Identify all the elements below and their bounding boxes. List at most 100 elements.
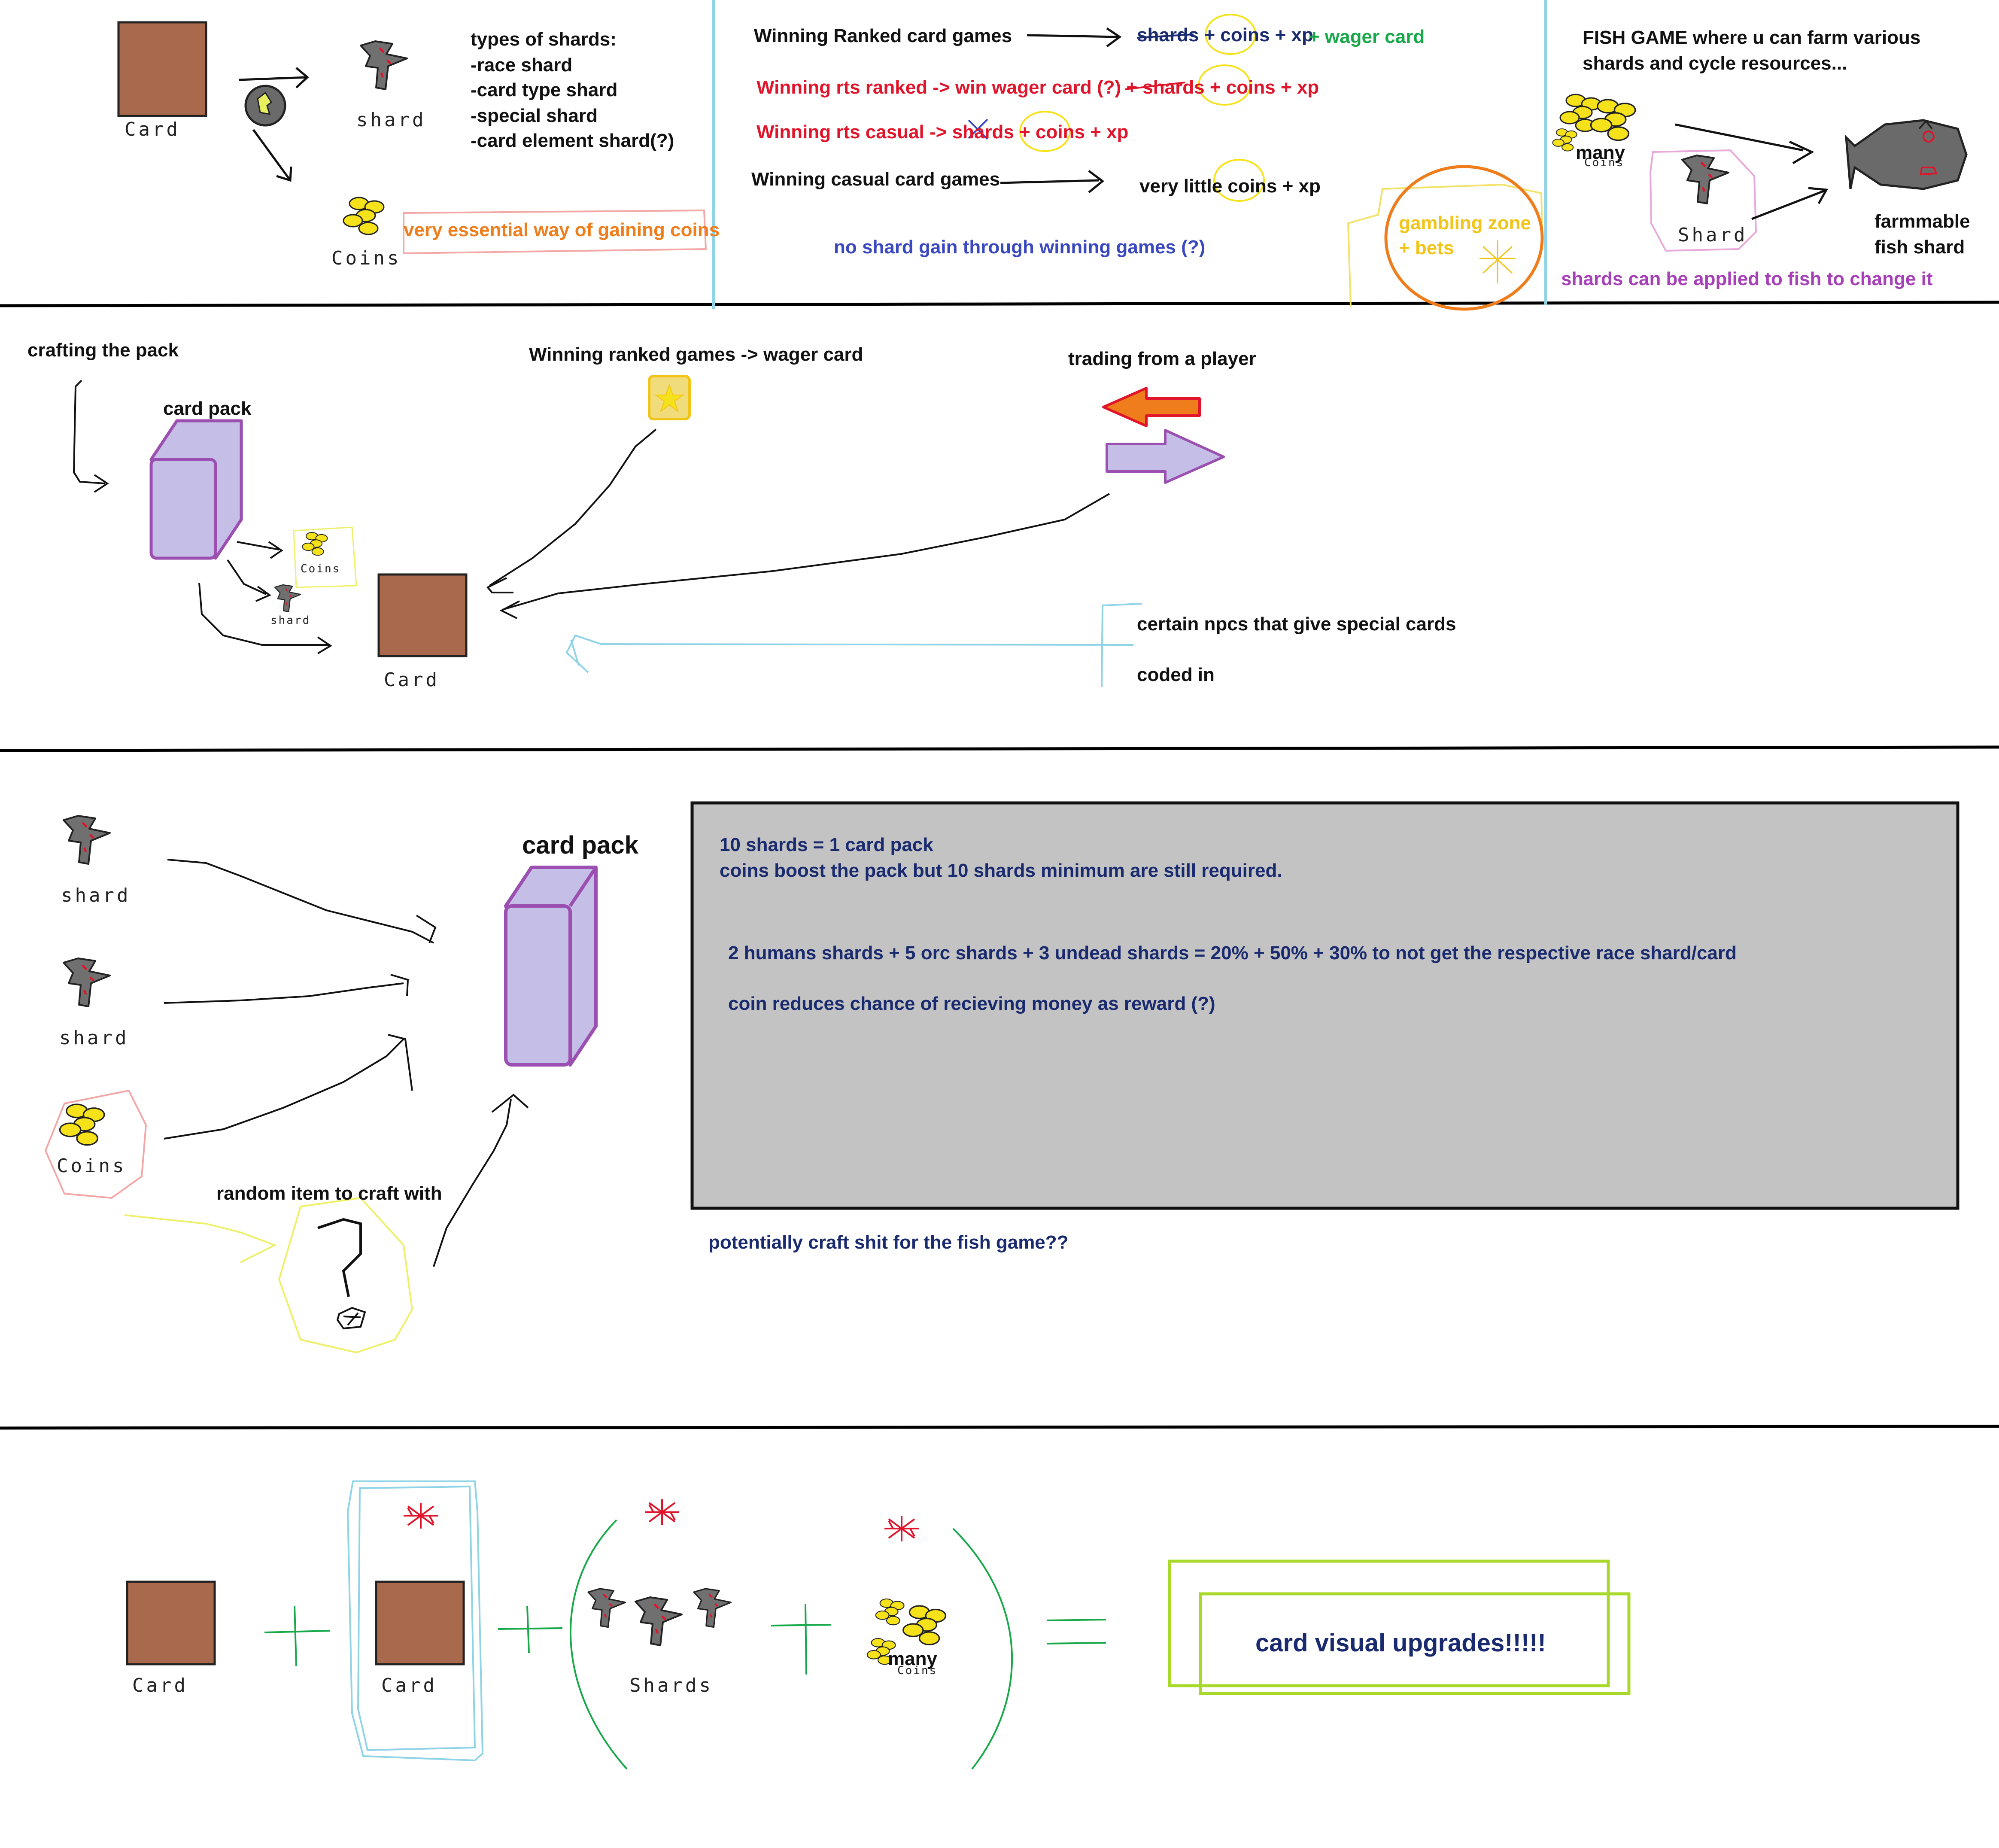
card-label-sec4-1: Card: [132, 1675, 188, 1696]
arrow-to-coins: [252, 129, 292, 182]
coin-pile-icon-fish-b: [1590, 99, 1636, 141]
farmable-label-1: farmmable: [1874, 211, 1970, 232]
panel-rule-2: coins boost the pack but 10 shards minim…: [720, 860, 1282, 881]
no-shard-gain-note: no shard gain through winning games (?): [834, 237, 1206, 258]
pack-to-shard-arrow: [227, 559, 272, 602]
sparkle-icon-shards: [644, 1498, 680, 1526]
result-box-back: [1168, 1559, 1610, 1687]
npc-bracket: [1101, 603, 1142, 687]
arrow-wager-to-card: [486, 429, 657, 593]
card-pack-icon: [149, 419, 243, 560]
coin-pile-icon-sec4-a: [875, 1598, 905, 1626]
gambling-bets-label: + bets: [1399, 237, 1454, 258]
win-casual-card: Winning casual card games: [751, 169, 1000, 190]
win-ranked-card: Winning Ranked card games: [754, 25, 1012, 46]
panel-rule-4: coin reduces chance of recieving money a…: [728, 993, 1215, 1014]
win-rts-ranked: Winning rts ranked -> win wager card (?)…: [756, 77, 1319, 98]
coin-pile-icon-sec3: [59, 1103, 105, 1146]
coins-note: very essential way of gaining coins: [404, 219, 720, 240]
card-icon-sec4-1: [126, 1581, 216, 1666]
fish-icon: [1844, 119, 1968, 190]
shard-type-1: -race shard: [471, 55, 573, 76]
win-rts-casual: Winning rts casual -> shards + coins + x…: [756, 122, 1129, 143]
coin-circle-2: [1198, 64, 1251, 106]
fish-game-title-1: FISH GAME where u can farm various: [1583, 27, 1921, 48]
fish-many-label: many: [1576, 142, 1625, 163]
strike-shards: [1136, 33, 1194, 39]
arrow-to-shard: [238, 67, 309, 88]
coins-label-sec3: Coins: [57, 1155, 127, 1177]
shard-type-3: -special shard: [471, 105, 598, 126]
card-label-sec2: Card: [384, 669, 440, 691]
arrow-npc-to-card: [565, 634, 1134, 673]
win-casual-card-result: very little coins + xp: [1139, 176, 1321, 197]
gambling-zone-label: gambling zone: [1399, 213, 1531, 234]
card-pack-title-large: card pack: [522, 831, 638, 859]
card-frame-outline: [346, 1480, 484, 1762]
fish-coins-label: Coins: [1584, 156, 1625, 169]
random-item-label: random item to craft with: [216, 1183, 442, 1204]
shard-icon-fish: [1682, 155, 1729, 204]
gambling-circle: [1384, 165, 1544, 311]
coins-note-outline: [403, 209, 707, 255]
result-box-front: [1199, 1592, 1631, 1695]
arrow-coins-to-pack: [164, 1034, 413, 1140]
pack-to-coins-arrow: [237, 541, 283, 559]
coins-to-random-link: [124, 1214, 277, 1263]
shard-type-2: -card type shard: [471, 79, 618, 100]
coins-label: Coins: [331, 247, 401, 269]
shard-label: shard: [356, 109, 426, 131]
shard-icon-sec4-c: [694, 1589, 731, 1627]
coin-pile-icon-small: [302, 532, 328, 556]
arrow-shard1-to-pack: [167, 859, 437, 944]
random-item-outline: [278, 1197, 413, 1354]
sparkle-icon: [1480, 240, 1516, 283]
coin-circle-3: [1019, 111, 1071, 152]
card-pack-label-sec2: card pack: [163, 398, 252, 419]
crafting-pack-label: crafting the pack: [27, 340, 179, 361]
shard-icon-small: [274, 584, 301, 613]
divider-3: [0, 1425, 1999, 1430]
npc-label-1: certain npcs that give special cards: [1137, 614, 1456, 635]
many-label-sec4: many: [888, 1648, 937, 1669]
shard-types-title: types of shards:: [471, 29, 617, 50]
panel-rule-1: 10 shards = 1 card pack: [720, 834, 933, 855]
divider-2: [0, 745, 1999, 752]
card-pack-icon-large: [506, 867, 596, 1065]
arrow-shard-to-fish: [1751, 187, 1829, 220]
sparkle-icon-card: [403, 1502, 439, 1529]
result-label: card visual upgrades!!!!!: [1255, 1629, 1546, 1657]
arrow-casual: [1000, 170, 1105, 193]
arrow-shard2-to-pack: [164, 974, 409, 1004]
strike-shards-2: [1124, 82, 1185, 90]
shards-label-sec4: Shards: [629, 1675, 713, 1696]
pack-to-card-arrow: [198, 583, 332, 654]
arrow-ranked: [1027, 27, 1122, 48]
arrow-crafting: [73, 380, 109, 493]
shard-type-4: -card element shard(?): [471, 130, 674, 151]
arrow-right-icon: [1106, 429, 1225, 484]
coin-pile-icon-fish-c: [1552, 128, 1577, 152]
wager-route-label: Winning ranked games -> wager card: [529, 344, 863, 365]
card-icon-sec4-2: [375, 1581, 465, 1666]
question-mark-icon: [317, 1218, 362, 1297]
divider-1: [0, 301, 1999, 307]
card-label-sec4-2: Card: [381, 1675, 437, 1696]
fish-craft-note: potentially craft shit for the fish game…: [708, 1232, 1069, 1253]
close-paren: [952, 1528, 1013, 1770]
plus-icon-2: [498, 1605, 563, 1653]
coins-small-outline: [293, 526, 357, 588]
random-item-scribble-icon: [336, 1307, 366, 1330]
coin-pile-icon-sec4-b: [902, 1605, 946, 1645]
farmable-label-2: fish shard: [1874, 237, 1965, 258]
arrow-left-icon: [1102, 387, 1201, 427]
coin-circle-4: [1213, 159, 1265, 202]
shard-icon-sec4-a: [588, 1589, 625, 1627]
star-card-icon: [648, 375, 691, 420]
shard-icon: [361, 41, 407, 89]
coins-outline: [44, 1089, 147, 1199]
shard-icon-1: [64, 816, 110, 864]
open-paren: [570, 1519, 628, 1770]
arrow-trade-to-card: [499, 493, 1110, 619]
panel-rule-3: 2 humans shards + 5 orc shards + 3 undea…: [728, 942, 1737, 964]
